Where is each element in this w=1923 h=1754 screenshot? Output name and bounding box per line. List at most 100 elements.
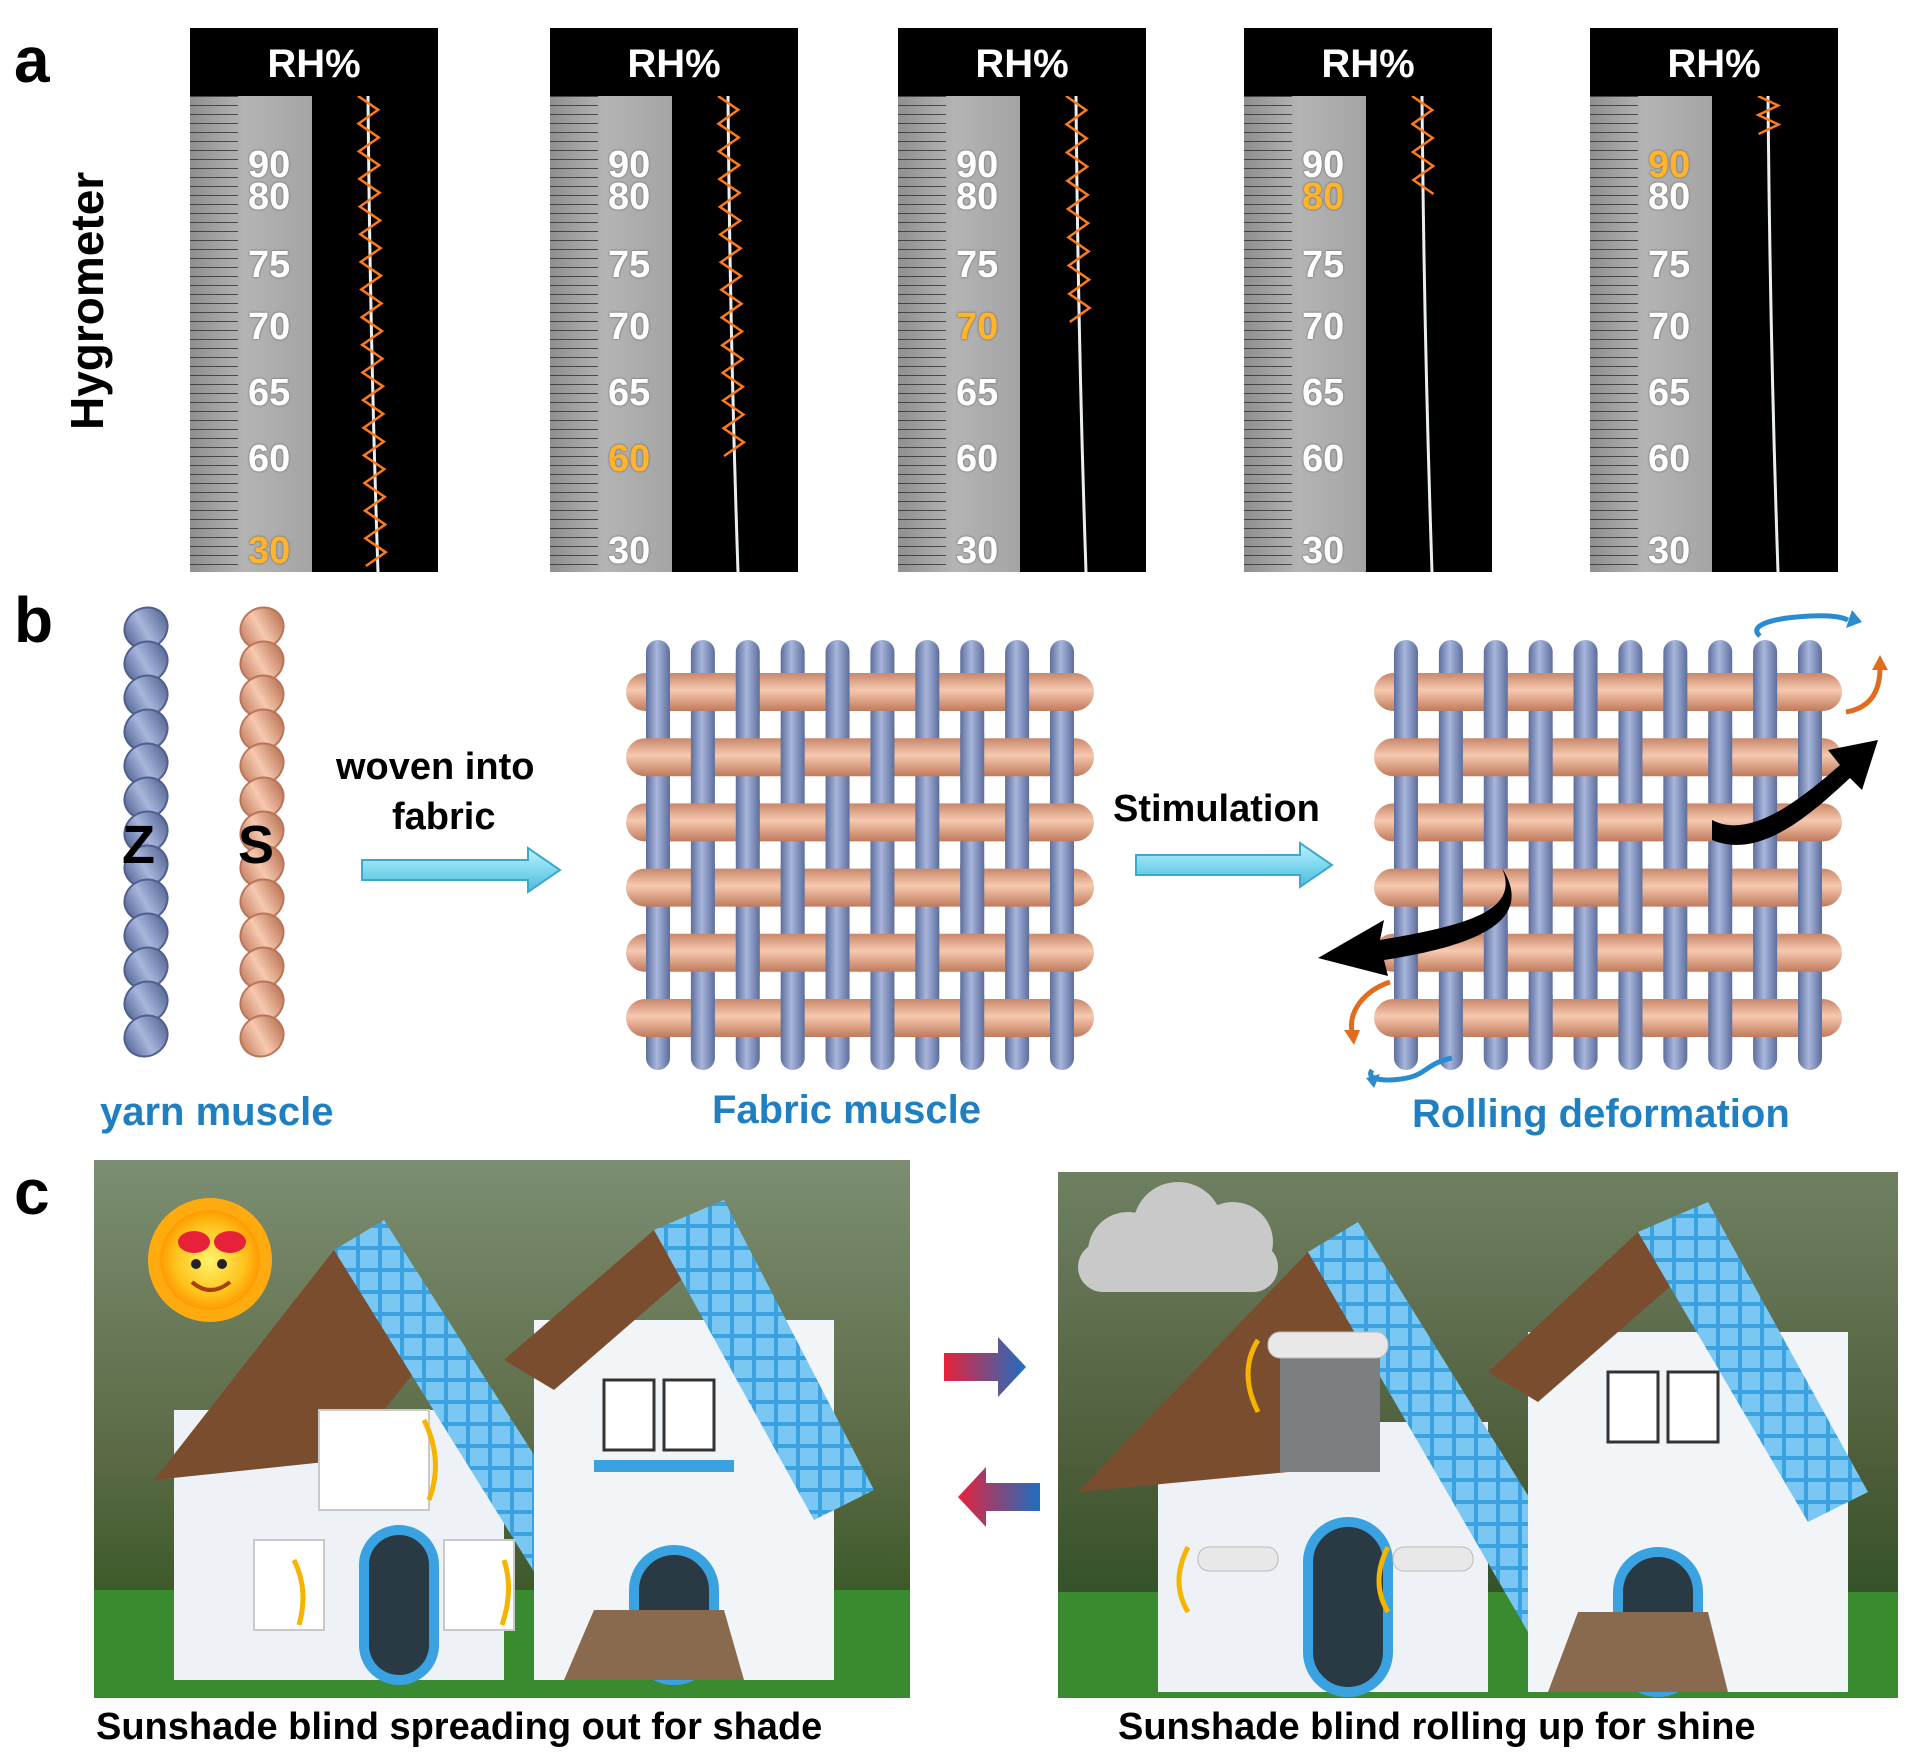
yarn-fiber [1410, 96, 1436, 572]
panel-letter-b: b [14, 584, 54, 656]
rolling-deformation-weave [1374, 640, 1842, 1070]
yellow-arrows-down [291, 1418, 512, 1626]
arrow-woven [361, 846, 562, 894]
scale-label-70: 70 [1302, 306, 1345, 348]
yarn-coil [716, 96, 746, 458]
house-model-2 [1078, 1202, 1868, 1697]
scale-label-65: 65 [1648, 372, 1691, 414]
hygrometer-axis-label: Hygrometer [61, 171, 113, 430]
orange-rotation-arrow-right [1845, 667, 1883, 715]
scale-label-70: 70 [248, 306, 291, 348]
panel-b-diagram [123, 606, 1888, 1088]
scale-label-75: 75 [248, 244, 291, 286]
yarn-coil [1755, 96, 1782, 136]
yarn-coil [1410, 96, 1436, 196]
yarn-z-label: Z [122, 815, 155, 875]
scale-label-90: 90 [956, 144, 999, 186]
scale-label-65: 65 [956, 372, 999, 414]
scale-label-80: 80 [1648, 176, 1691, 218]
scale-label-60: 60 [608, 438, 651, 480]
blue-arrowhead-bottom [1366, 1074, 1380, 1088]
yarn-s-label: S [238, 815, 275, 875]
fabric-muscle-caption: Fabric muscle [712, 1088, 982, 1132]
arrow-left-blue-red [958, 1467, 1040, 1527]
scale-label-75: 75 [956, 244, 999, 286]
blue-rotation-arrow-bottom [1368, 1055, 1453, 1083]
stimulation-label: Stimulation [1113, 788, 1320, 830]
rh-header: RH% [550, 28, 798, 96]
scale-label-80: 80 [956, 176, 999, 218]
scale-label-90: 90 [1302, 144, 1345, 186]
yarn-fiber [716, 96, 746, 572]
scale-label-80: 80 [248, 176, 291, 218]
yarn-coil [356, 96, 388, 568]
orange-arrowhead-left [1344, 1030, 1360, 1045]
scale-label-30: 30 [956, 530, 999, 572]
scale-label-80: 80 [608, 176, 651, 218]
scale-label-60: 60 [1648, 438, 1691, 480]
scale-label-90: 90 [608, 144, 651, 186]
orange-arrowhead-right [1872, 655, 1888, 670]
rh-header: RH% [898, 28, 1146, 96]
yarn-fiber [1064, 96, 1092, 572]
rolling-deformation-caption: Rolling deformation [1412, 1092, 1790, 1136]
blue-arrowhead-top [1846, 610, 1862, 628]
yarn-z-twisted [123, 606, 169, 1058]
caption-shade: Sunshade blind spreading out for shade [96, 1706, 823, 1748]
blue-rotation-arrow-top [1754, 613, 1850, 638]
panel-letter-c: c [14, 1156, 50, 1228]
black-curved-arrow-right [1712, 740, 1878, 845]
scale-label-30: 30 [248, 530, 291, 572]
scale-label-30: 30 [608, 530, 651, 572]
yarn-muscle-caption: yarn muscle [100, 1090, 334, 1134]
rh-header: RH% [1244, 28, 1492, 96]
scale-label-60: 60 [956, 438, 999, 480]
yarn-fiber [356, 96, 388, 572]
scale-label-65: 65 [1302, 372, 1345, 414]
scale-label-70: 70 [608, 306, 651, 348]
rh-header: RH% [190, 28, 438, 96]
photo-house-shine [1058, 1172, 1898, 1698]
scale-label-65: 65 [248, 372, 291, 414]
scale-label-70: 70 [1648, 306, 1691, 348]
scale-label-30: 30 [1302, 530, 1345, 572]
arrow-stimulation [1135, 841, 1334, 889]
scale-label-60: 60 [1302, 438, 1345, 480]
yarn-s-twisted [239, 606, 285, 1058]
black-curved-arrow-left [1318, 868, 1512, 976]
scale-label-75: 75 [608, 244, 651, 286]
caption-shine: Sunshade blind rolling up for shine [1118, 1706, 1756, 1748]
fabric-label: fabric [392, 796, 496, 838]
fabric-muscle-weave [626, 640, 1094, 1070]
sun-icon [148, 1198, 272, 1322]
yarn-coil [1064, 96, 1092, 324]
scale-label-30: 30 [1648, 530, 1691, 572]
scale-label-70: 70 [956, 306, 999, 348]
rh-header: RH% [1590, 28, 1838, 96]
scale-label-65: 65 [608, 372, 651, 414]
direction-arrows [944, 1337, 1040, 1527]
scale-label-75: 75 [1302, 244, 1345, 286]
house-model [154, 1200, 874, 1685]
cloud-icon [1078, 1182, 1278, 1292]
yellow-arrows-up [1176, 1338, 1391, 1614]
panel-letter-a: a [14, 24, 50, 96]
scale-label-60: 60 [248, 438, 291, 480]
scale-label-90: 90 [1648, 144, 1691, 186]
photo-house-shade [94, 1160, 910, 1698]
scale-label-80: 80 [1302, 176, 1345, 218]
yarn-fiber [1755, 96, 1782, 572]
arrow-right-red-blue [944, 1337, 1026, 1397]
scale-label-90: 90 [248, 144, 291, 186]
orange-rotation-arrow-left [1348, 979, 1391, 1033]
